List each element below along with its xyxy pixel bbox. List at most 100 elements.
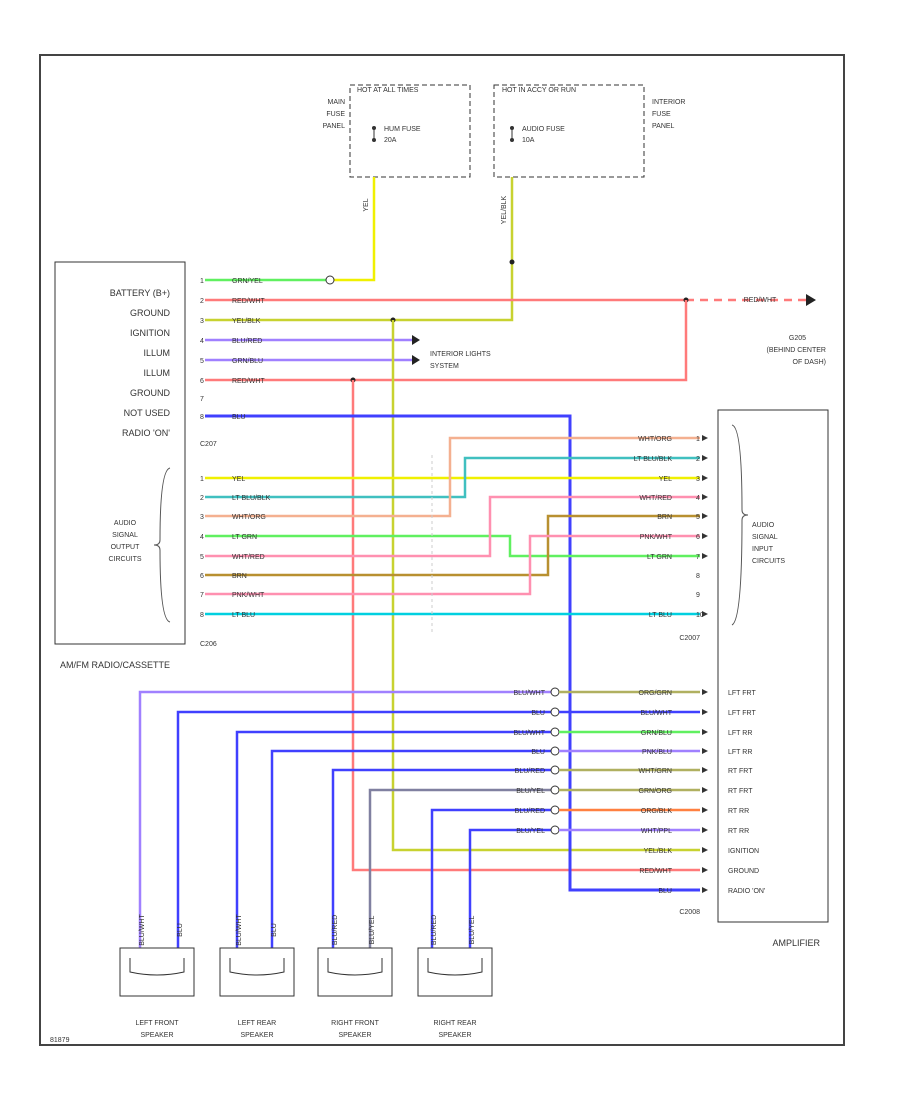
wire-ltgrn-audio [205, 534, 700, 558]
amplifier-output-label: IGNITION [728, 848, 759, 855]
wire-color-label: WHT/GRN [639, 768, 672, 775]
wire-color-label: BLU [531, 749, 545, 756]
pin-arrow-icon [702, 553, 708, 559]
wire-blu-radio-on [205, 414, 700, 892]
radio-power-wire-labels: GRN/YELRED/WHTYEL/BLKBLU/REDGRN/BLURED/W… [232, 278, 265, 421]
amplifier-input-pin-number: 2 [696, 456, 700, 463]
wire-color-label: RED/WHT [232, 298, 265, 305]
amplifier-input-pin-number: 8 [696, 573, 700, 580]
radio-pin-label: GROUND [130, 388, 170, 398]
wire-red-wht-to-amp [351, 380, 700, 872]
input-brace [731, 424, 749, 626]
wire-color-label: BLU/YEL [469, 915, 476, 944]
wire-color-label: LT GRN [647, 554, 672, 561]
radio-output-pin-number: 7 [200, 592, 204, 599]
ground-wire-label: RED/WHT [744, 297, 777, 304]
fuse-name: AUDIO FUSE [522, 126, 565, 133]
diagram-id: 81879 [50, 1037, 70, 1044]
amplifier-output-label: RT RR [728, 808, 749, 815]
wire-color-label: BLU [177, 923, 184, 937]
connector-symbol [325, 275, 335, 285]
wire-color-label: WHT/ORG [232, 514, 266, 521]
amplifier-output-label: RT FRT [728, 788, 753, 795]
radio-power-pin-number: 5 [200, 358, 204, 365]
amplifier-output-label: RADIO 'ON' [728, 888, 765, 895]
wire-color-label: BLU [232, 414, 246, 421]
wire-color-label: BLU [271, 923, 278, 937]
amplifier-output-label: RT FRT [728, 768, 753, 775]
pin-arrow-icon [702, 847, 708, 853]
wire-whtred-audio [205, 495, 700, 558]
wire-color-label: BLU/YEL [516, 828, 545, 835]
arrow-icon [412, 355, 420, 365]
radio-output-pin-number: 3 [200, 514, 204, 521]
wire-color-label: GRN/BLU [232, 358, 263, 365]
speaker-label: SPEAKER [140, 1032, 173, 1039]
svg-text:INPUT: INPUT [752, 546, 774, 553]
speaker-body [417, 947, 493, 997]
speaker-body [219, 947, 295, 997]
pin-arrow-icon [702, 689, 708, 695]
connector-symbol [550, 727, 560, 737]
output-brace [153, 467, 171, 623]
wire-yel-fuse-feed [330, 177, 376, 282]
wire-color-label: BLU/YEL [516, 788, 545, 795]
amplifier-input-pin-number: 1 [696, 436, 700, 443]
speaker-wire [468, 828, 555, 948]
fuse-name: HUM FUSE [384, 126, 421, 133]
speaker-body [317, 947, 393, 997]
wire-color-label: BLU/RED [515, 808, 545, 815]
fuse-rating: 10A [522, 137, 535, 144]
wire-color-label: GRN/YEL [232, 278, 263, 285]
fuse-panel-side-label: INTERIOR [652, 99, 685, 106]
radio-output-group-label: AUDIO SIGNAL OUTPUT CIRCUITS [108, 520, 141, 563]
speaker-wire [235, 730, 555, 948]
interior-lights-label: INTERIOR LIGHTS [430, 351, 491, 358]
wire-whtorg-audio [205, 436, 700, 518]
wire-color-label: YEL/BLK [644, 848, 673, 855]
speaker-wire [430, 808, 555, 948]
radio-power-pin-number: 4 [200, 338, 204, 345]
pin-arrow-icon [702, 767, 708, 773]
wire-color-label: ORG/BLK [641, 808, 672, 815]
amplifier-input-pin-number: 10 [696, 612, 704, 619]
radio-pin-label: BATTERY (B+) [110, 288, 170, 298]
pin-arrow-icon [702, 709, 708, 715]
speaker-cone-icon [427, 958, 483, 976]
amplifier-output-label: LFT FRT [728, 710, 756, 717]
radio-pin-label: IGNITION [130, 328, 170, 338]
wire-color-label: PNK/BLU [642, 749, 672, 756]
wire-color-label: RED/WHT [639, 868, 672, 875]
wire-color-label: BLU/YEL [369, 915, 376, 944]
svg-text:AUDIO: AUDIO [114, 520, 137, 527]
pin-arrow-icon [702, 494, 708, 500]
connector-symbol [550, 765, 560, 775]
pin-arrow-icon [702, 455, 708, 461]
pin-arrow-icon [702, 533, 708, 539]
speaker-label: RIGHT REAR [433, 1020, 476, 1027]
connector-label-c206: C206 [200, 641, 217, 648]
connector-symbol [550, 707, 560, 717]
fuse-panel-main: HOT AT ALL TIMES MAIN FUSE PANEL HUM FUS… [323, 84, 471, 178]
fuse-panel-side-label: FUSE [326, 111, 345, 118]
wire-brn-audio [205, 514, 700, 577]
wire-color-label: RED/WHT [232, 378, 265, 385]
speaker-body [119, 947, 195, 997]
amplifier-input-pin-number: 6 [696, 534, 700, 541]
speaker-label: SPEAKER [438, 1032, 471, 1039]
wire-color-label: ORG/GRN [639, 690, 672, 697]
wire-ltblublk-audio [205, 456, 700, 499]
radio-output-pin-number: 5 [200, 554, 204, 561]
radio-output-pin-number: 6 [200, 573, 204, 580]
svg-text:CIRCUITS: CIRCUITS [752, 558, 785, 565]
amplifier-input-pin-number: 9 [696, 592, 700, 599]
ground-arrow-icon [806, 294, 816, 306]
connector-symbol [550, 825, 560, 835]
wire-color-label: BLU/WHT [514, 690, 546, 697]
wire-color-label: BLU/WHT [236, 914, 243, 946]
